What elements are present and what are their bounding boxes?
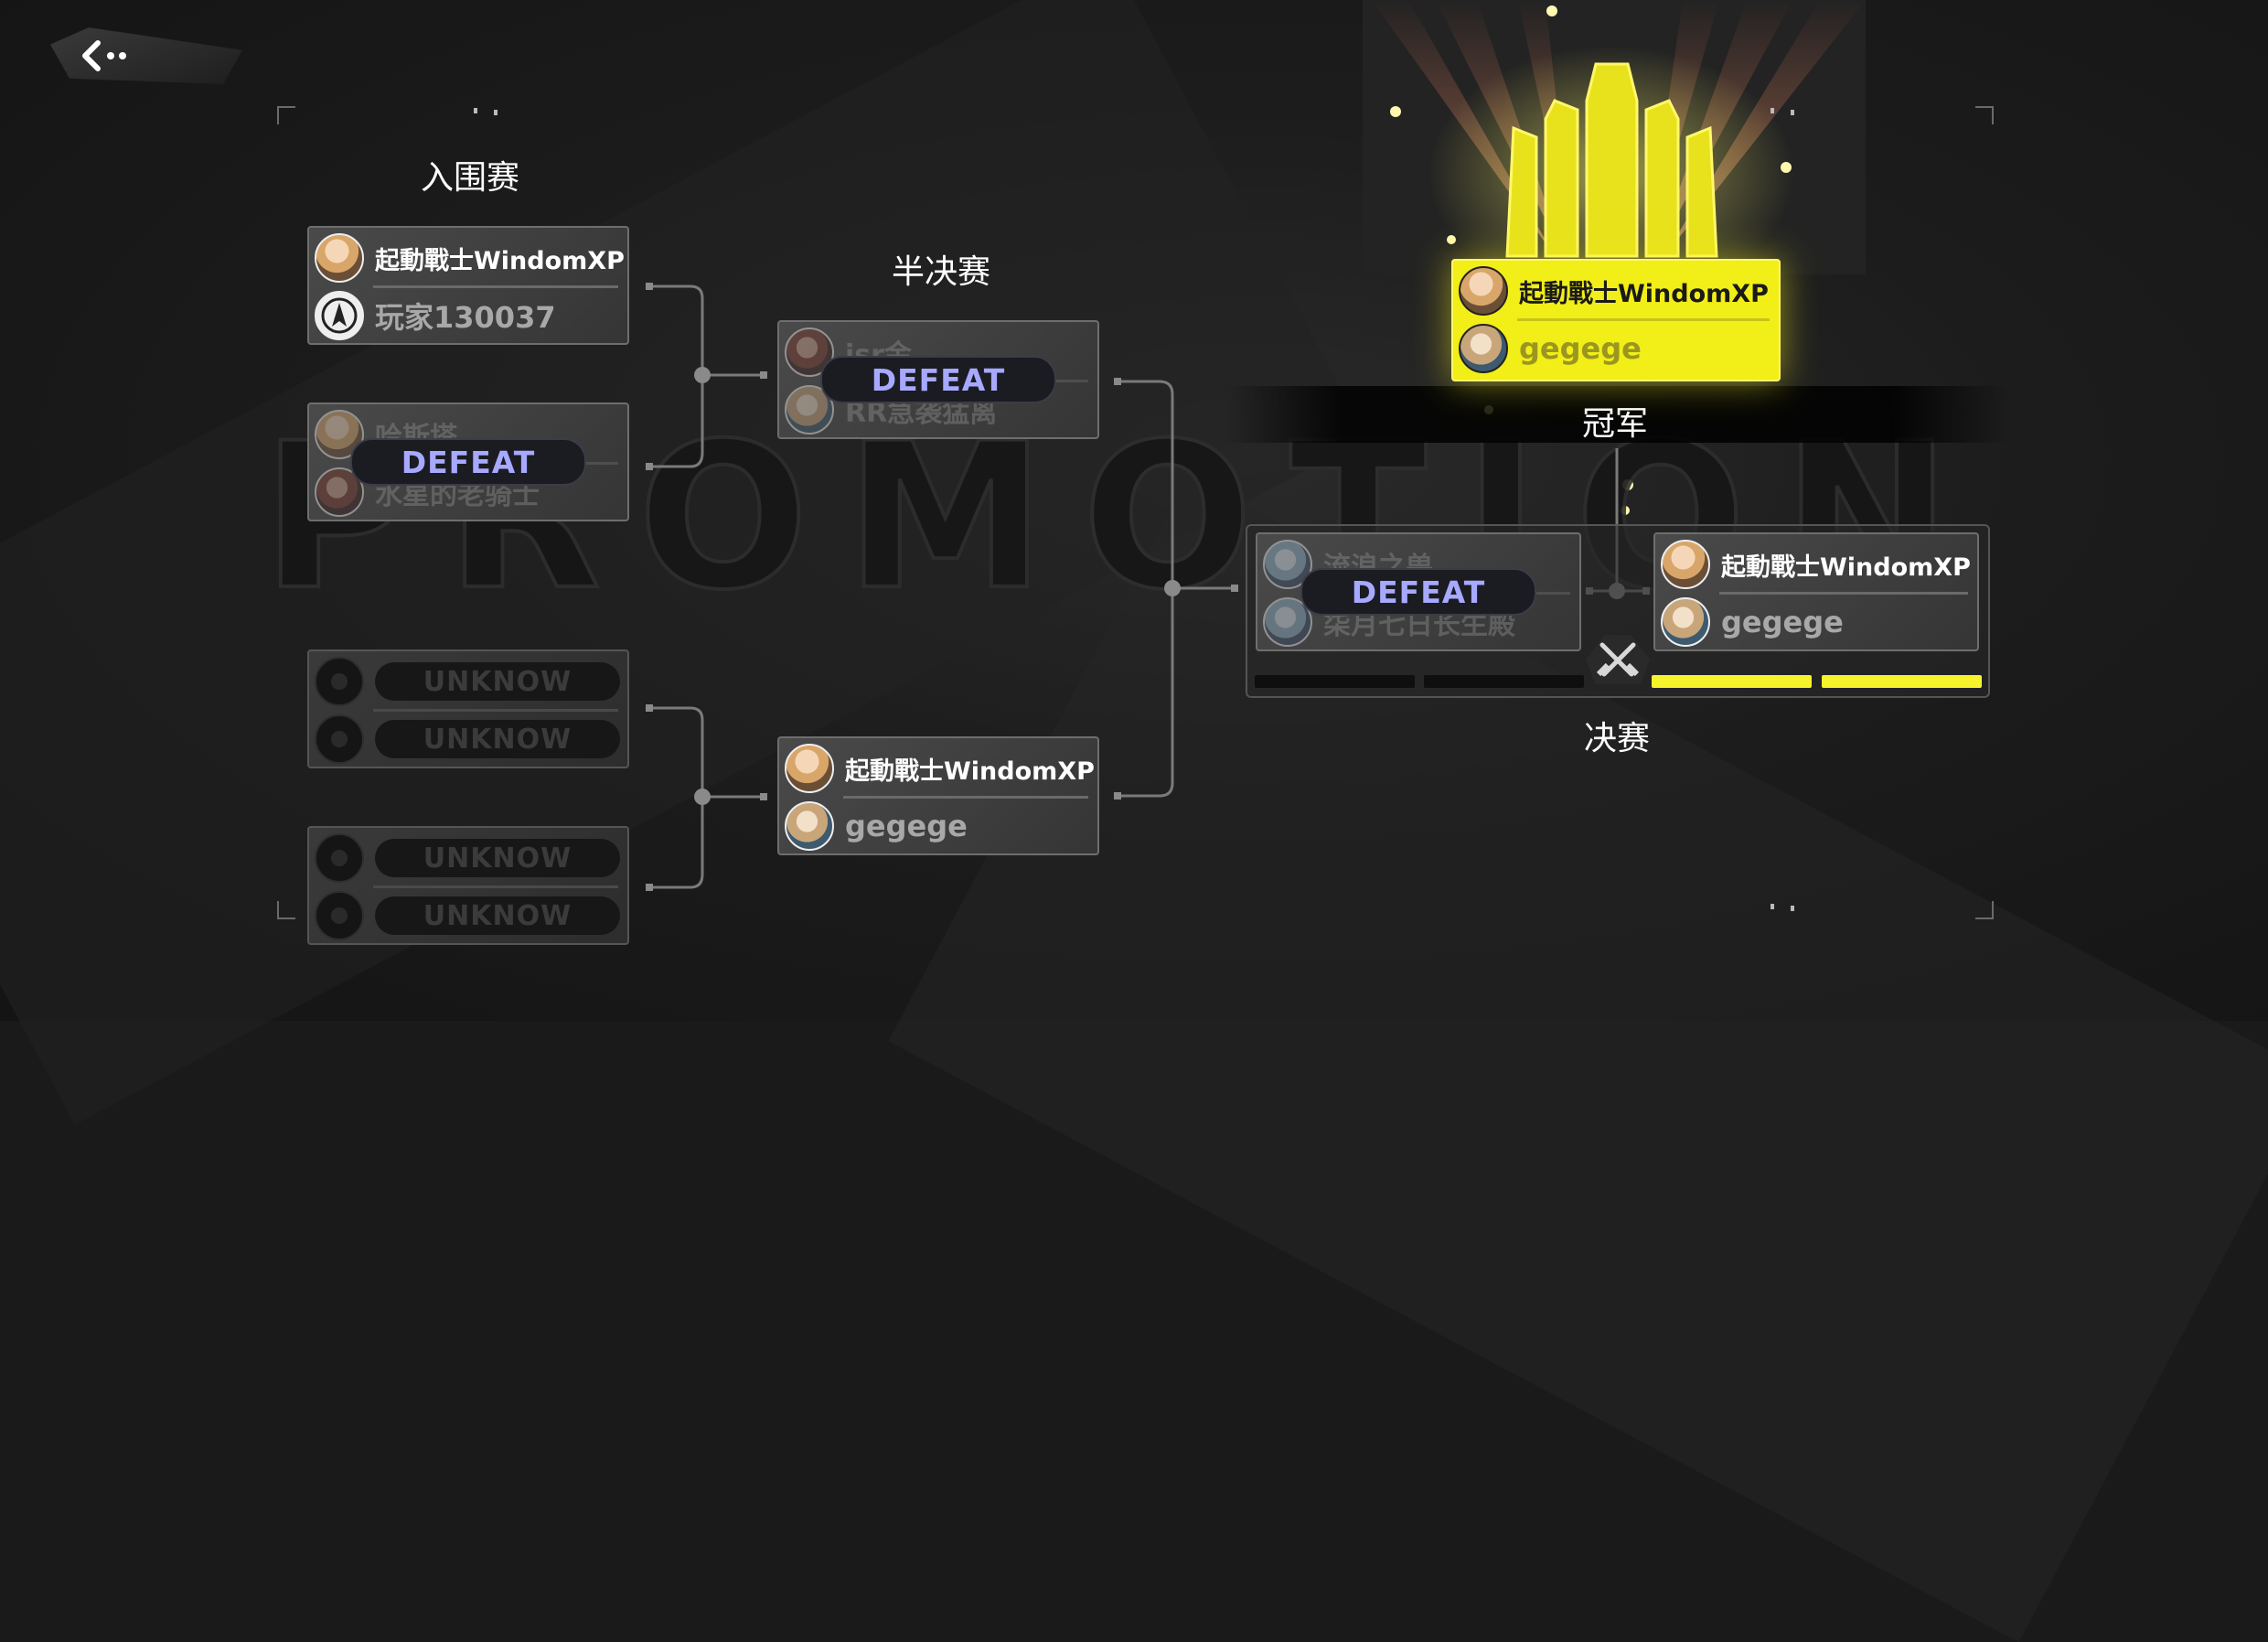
unknown-player: UNKNOW xyxy=(375,896,620,935)
player-name: gegege xyxy=(1519,331,1642,366)
champion-card[interactable]: 起動戰士WindomXP gegege xyxy=(1451,259,1781,381)
score-bar-left-2 xyxy=(1424,675,1584,688)
divider xyxy=(373,709,618,712)
qualifier-match-1[interactable]: 起動戰士WindomXP 玩家130037 xyxy=(307,226,629,345)
qualifier-match-2[interactable]: 哈斯塔 水星的老骑士 DEFEAT xyxy=(307,402,629,521)
divider xyxy=(373,885,618,888)
unknown-player: UNKNOW xyxy=(375,720,620,758)
unknown-player: UNKNOW xyxy=(375,839,620,877)
emblem-icon xyxy=(321,297,358,334)
final-match-2[interactable]: 起動戰士WindomXP gegege xyxy=(1653,532,1979,651)
unknown-player: UNKNOW xyxy=(375,662,620,701)
round-title-qualifier: 入围赛 xyxy=(421,159,520,197)
placeholder-avatar xyxy=(315,714,364,764)
player-avatar xyxy=(1459,266,1508,316)
back-arrow-icon xyxy=(82,40,126,71)
divider xyxy=(1517,318,1770,321)
player-name: 起動戰士WindomXP xyxy=(845,757,1095,786)
round-title-champion: 冠军 xyxy=(1582,405,1649,443)
defeat-badge: DEFEAT xyxy=(820,356,1056,403)
trophy-rays xyxy=(1372,0,1866,515)
player-name: gegege xyxy=(845,809,968,843)
player-name: gegege xyxy=(1721,605,1844,639)
player-avatar xyxy=(1459,324,1508,373)
frame-tick xyxy=(1771,904,1774,909)
player-avatar xyxy=(315,291,364,340)
frame-tick xyxy=(474,108,477,113)
score-bar-left-1 xyxy=(1255,675,1415,688)
frame-corner xyxy=(1975,106,1994,124)
frame-corner xyxy=(1975,901,1994,919)
player-avatar xyxy=(315,467,364,517)
final-match-1[interactable]: 流浪之兽 柒月七日长生殿 DEFEAT xyxy=(1256,532,1581,651)
player-avatar xyxy=(785,801,834,851)
crossed-swords-icon xyxy=(1586,635,1650,684)
frame-corner xyxy=(277,106,295,124)
divider xyxy=(373,285,618,288)
placeholder-avatar xyxy=(315,657,364,706)
defeat-badge: DEFEAT xyxy=(350,438,586,486)
frame-corner xyxy=(277,901,295,919)
player-avatar xyxy=(785,744,834,793)
player-avatar xyxy=(1263,540,1312,589)
player-name: 起動戰士WindomXP xyxy=(375,246,625,275)
semifinal-match-1[interactable]: isr金 RR急袭猛离 DEFEAT xyxy=(777,320,1099,439)
player-name: 起動戰士WindomXP xyxy=(1721,553,1971,582)
qualifier-match-4[interactable]: UNKNOW UNKNOW xyxy=(307,826,629,945)
score-bar-right-1 xyxy=(1652,675,1812,688)
player-name: 玩家130037 xyxy=(375,300,556,335)
qualifier-match-3[interactable]: UNKNOW UNKNOW xyxy=(307,649,629,768)
placeholder-avatar xyxy=(315,833,364,883)
score-bar-right-2 xyxy=(1822,675,1982,688)
player-avatar xyxy=(315,410,364,459)
divider xyxy=(1719,592,1968,595)
placeholder-avatar xyxy=(315,891,364,940)
player-avatar xyxy=(1661,597,1710,647)
round-title-final: 决赛 xyxy=(1584,720,1651,757)
divider xyxy=(843,796,1088,799)
round-title-semifinal: 半决赛 xyxy=(892,253,991,291)
semifinal-match-2[interactable]: 起動戰士WindomXP gegege xyxy=(777,736,1099,855)
defeat-badge: DEFEAT xyxy=(1300,568,1536,616)
player-avatar xyxy=(1661,540,1710,589)
champion-banner xyxy=(1225,386,2012,443)
frame-tick xyxy=(1771,108,1774,113)
player-name: 起動戰士WindomXP xyxy=(1519,279,1769,308)
frame-tick xyxy=(1791,906,1794,911)
frame-tick xyxy=(1791,110,1794,115)
frame-tick xyxy=(494,110,497,115)
player-avatar xyxy=(315,233,364,283)
